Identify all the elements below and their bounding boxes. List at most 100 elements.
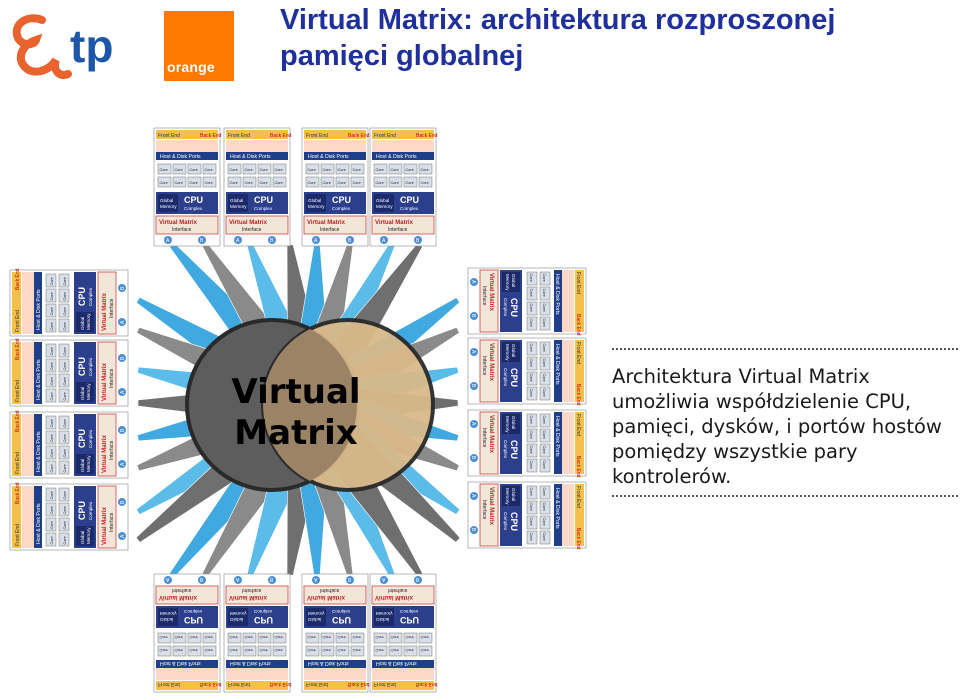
board-port-b bbox=[268, 576, 276, 584]
board-host-ports-label: Host & Disk Ports bbox=[376, 154, 417, 160]
board-port-b-label: B bbox=[416, 238, 420, 244]
board-core bbox=[526, 428, 538, 443]
board-port-a-label: A bbox=[236, 238, 240, 244]
board-core-label: Core bbox=[353, 168, 361, 172]
board-core bbox=[157, 645, 172, 657]
board-core-label: Core bbox=[353, 648, 361, 652]
board-core bbox=[227, 645, 242, 657]
board-core bbox=[526, 341, 538, 356]
board-core bbox=[45, 318, 57, 333]
board-host-ports-label: Host & Disk Ports bbox=[554, 344, 560, 385]
board-core bbox=[305, 163, 320, 175]
board-host-ports-label: Host & Disk Ports bbox=[308, 660, 349, 666]
board-core bbox=[335, 632, 350, 644]
board-core-label: Core bbox=[190, 181, 198, 185]
board-core bbox=[526, 301, 538, 316]
board-front-end-label: Front End bbox=[306, 681, 328, 687]
board-core-label: Core bbox=[406, 181, 414, 185]
board-cpu-label: CPU bbox=[332, 615, 351, 625]
board-front-end-strip bbox=[12, 486, 21, 548]
board-core bbox=[526, 316, 538, 331]
board-core-label: Core bbox=[275, 648, 283, 652]
board-port-a-label: A bbox=[166, 576, 170, 582]
board-port-b-label: B bbox=[200, 238, 204, 244]
board-port-a-label: A bbox=[120, 390, 126, 394]
board-core bbox=[373, 645, 388, 657]
board-cpu-label: CPU bbox=[400, 195, 419, 205]
board-core-label: Core bbox=[529, 533, 533, 541]
board-complex-label: Complex bbox=[88, 357, 93, 376]
board-front-end-label: Front End bbox=[15, 380, 21, 402]
board-core-label: Core bbox=[542, 389, 546, 397]
board-core-label: Core bbox=[50, 506, 54, 514]
board-front-end-label: Front End bbox=[15, 452, 21, 474]
board-port-a-label: A bbox=[314, 238, 318, 244]
board-vm-interface-label1: Virtual Matrix bbox=[307, 594, 346, 600]
board-back-end-label: Back End bbox=[15, 338, 21, 360]
orange-logo-text: orange bbox=[167, 59, 215, 75]
board-core bbox=[257, 645, 272, 657]
board-core bbox=[172, 632, 187, 644]
board-front-end-strip bbox=[12, 414, 21, 476]
board-complex-label: Complex bbox=[88, 501, 93, 520]
board-core-label: Core bbox=[50, 322, 54, 330]
board-core bbox=[172, 645, 187, 657]
board-core-label: Core bbox=[190, 648, 198, 652]
board-complex-label: Complex bbox=[332, 206, 351, 211]
board-vm-interface bbox=[479, 411, 499, 475]
board-port-a bbox=[164, 576, 172, 584]
board-core bbox=[539, 500, 551, 515]
board-global-memory-label2: Memory bbox=[308, 204, 325, 209]
board-core bbox=[373, 163, 388, 175]
board-vm-interface-label1: Virtual Matrix bbox=[229, 594, 268, 600]
board-global-memory bbox=[502, 272, 520, 292]
board-core bbox=[58, 358, 70, 373]
board-vm-interface bbox=[97, 485, 117, 549]
board-host-ports-bar bbox=[304, 152, 366, 160]
board-core-label: Core bbox=[275, 181, 283, 185]
board-core bbox=[202, 163, 217, 175]
board-port-b bbox=[118, 354, 126, 362]
board-global-memory-label2: Memory bbox=[86, 383, 91, 400]
board-front-end-label: Front End bbox=[575, 272, 581, 294]
board-back-end-label: Back End bbox=[348, 681, 370, 687]
board-back-end-label: Back End bbox=[200, 133, 222, 139]
board-core-label: Core bbox=[160, 181, 168, 185]
description-text: Architektura Virtual Matrix umożliwia ws… bbox=[612, 365, 942, 488]
board-vm-interface bbox=[97, 341, 117, 405]
board-core-label: Core bbox=[542, 488, 546, 496]
board-core bbox=[58, 288, 70, 303]
board-core-label: Core bbox=[421, 648, 429, 652]
board-front-end-label: Front End bbox=[374, 681, 396, 687]
board-front-end-label: Front End bbox=[158, 133, 180, 139]
board-front-end-strip bbox=[575, 412, 584, 474]
board-core-label: Core bbox=[63, 322, 67, 330]
board-front-end-strip bbox=[575, 270, 584, 332]
board-core bbox=[187, 632, 202, 644]
board-port-b bbox=[470, 382, 478, 390]
board-global-memory bbox=[228, 194, 248, 212]
center-label-line2: Matrix bbox=[234, 413, 357, 453]
board-core-label: Core bbox=[260, 168, 268, 172]
board-port-a bbox=[380, 576, 388, 584]
board-front-end-strip bbox=[226, 681, 288, 690]
board-front-end-label: Front End bbox=[575, 486, 581, 508]
board-port-b-label: B bbox=[348, 576, 352, 582]
board-core-label: Core bbox=[245, 168, 253, 172]
board-core bbox=[58, 517, 70, 532]
board-front-end-strip bbox=[372, 681, 434, 690]
board-core-label: Core bbox=[529, 503, 533, 511]
board-core-label: Core bbox=[529, 416, 533, 424]
board-vm-interface-label2: Interface bbox=[242, 227, 262, 233]
board-core-label: Core bbox=[406, 635, 414, 639]
board-core bbox=[539, 286, 551, 301]
board-core-label: Core bbox=[63, 464, 67, 472]
board-core bbox=[526, 443, 538, 458]
board-core bbox=[202, 176, 217, 188]
board-core-label: Core bbox=[376, 181, 384, 185]
board-vm-interface-label1: Virtual Matrix bbox=[102, 434, 108, 473]
board-core bbox=[526, 271, 538, 286]
